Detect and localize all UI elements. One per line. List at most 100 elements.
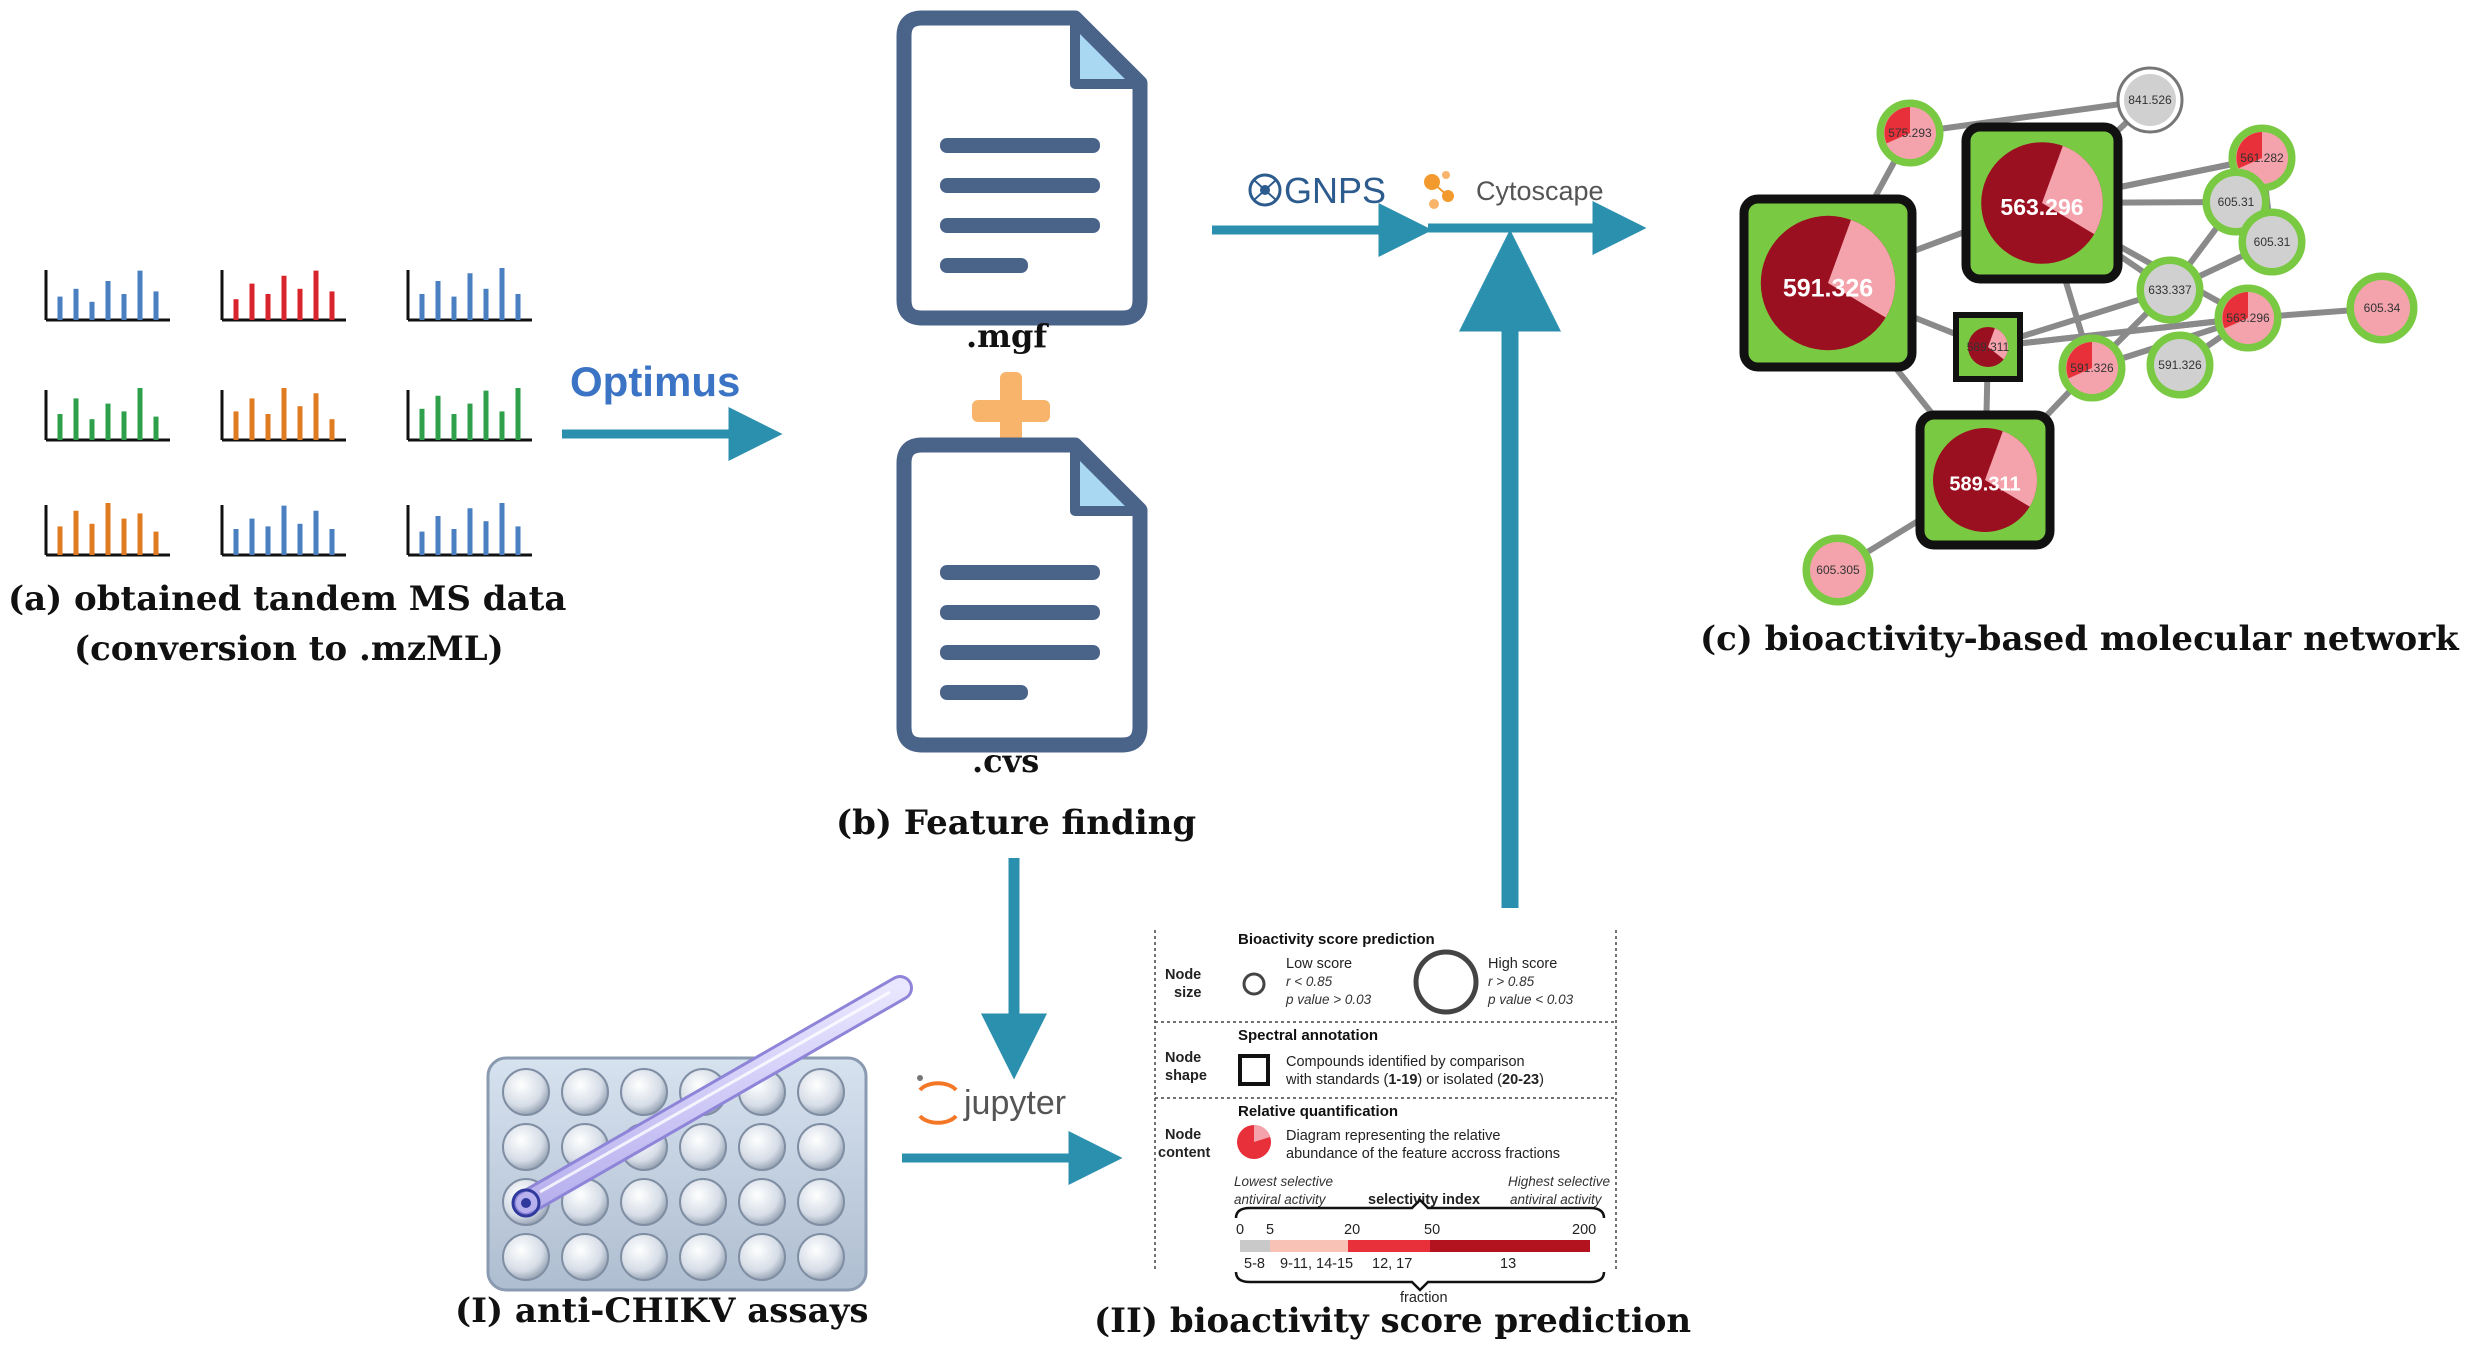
network-node-label: 589.311 (1967, 340, 2010, 354)
shape-line1: Compounds identified by comparison (1286, 1054, 1525, 1070)
caption-I: (I) anti-CHIKV assays (455, 1291, 869, 1331)
low-selective-2: antiviral activity (1234, 1192, 1327, 1207)
network-node-label: 589.311 (1949, 473, 2020, 495)
network-node: 591.326 (2146, 331, 2214, 399)
well (797, 1123, 845, 1171)
molecular-network: 591.326 563.296 589.311 575.293 841.526 561.2… (1739, 66, 2418, 606)
network-node-annotated: 591.326 (1739, 194, 1917, 372)
caption-b: (b) Feature finding (836, 803, 1196, 843)
well (679, 1123, 727, 1171)
ms-spectrum (406, 268, 532, 322)
legend-shape-label-1: Node (1165, 1050, 1201, 1066)
high-score-title: High score (1488, 956, 1557, 972)
gnps-logo (1248, 173, 1282, 207)
legend-content-label-1: Node (1165, 1127, 1201, 1143)
cvs-label: .cvs (972, 742, 1039, 780)
gnps-label: GNPS (1284, 170, 1386, 211)
well (620, 1178, 668, 1226)
legend-shape-label-2: shape (1165, 1068, 1207, 1084)
plus-icon (972, 372, 1050, 450)
caption-a-line1: (a) obtained tandem MS data (8, 579, 566, 619)
network-node-label: 605.31 (2254, 235, 2291, 249)
network-edge (1987, 315, 2249, 350)
mgf-label: .mgf (966, 317, 1049, 355)
mgf-file-icon (896, 10, 1148, 326)
well (502, 1233, 550, 1281)
well (797, 1233, 845, 1281)
fraction-label: fraction (1400, 1290, 1448, 1306)
pie-legend-icon (1237, 1125, 1271, 1159)
well-plate (486, 1056, 868, 1292)
well (738, 1123, 786, 1171)
caption-a-line2: (conversion to .mzML) (74, 629, 504, 669)
network-node: 591.326 (2058, 334, 2126, 402)
fraction-13: 13 (1500, 1256, 1516, 1272)
legend-size-label-2: size (1174, 985, 1201, 1001)
ms-spectrum (406, 388, 532, 442)
ms-spectrum (44, 270, 170, 322)
network-edge (1909, 97, 2151, 136)
high-score-circle (1413, 949, 1479, 1015)
high-score-r: r > 0.85 (1488, 974, 1535, 989)
network-node-label: 563.296 (2226, 311, 2270, 325)
jupyter-logo (917, 1075, 958, 1125)
ms-spectra-grid (44, 268, 532, 557)
network-node-label: 605.305 (1816, 563, 1860, 577)
fraction-5-8: 5-8 (1244, 1256, 1265, 1272)
network-node-label: 591.326 (1783, 274, 1873, 302)
network-node-label: 561.282 (2240, 151, 2284, 165)
optimus-label: Optimus (570, 358, 740, 405)
low-score-title: Low score (1286, 956, 1352, 972)
well (620, 1068, 668, 1116)
ms-spectrum (44, 388, 170, 442)
high-score-p: p value < 0.03 (1487, 992, 1574, 1007)
cytoscape-logo (1424, 171, 1454, 209)
caption-c: (c) bioactivity-based molecular network (1700, 619, 2460, 659)
network-node-label: 841.526 (2128, 93, 2172, 107)
network-node: 605.31 (2202, 168, 2270, 236)
low-score-circle (1242, 972, 1266, 996)
cvs-file-icon (896, 437, 1148, 753)
network-node-label: 575.293 (1888, 126, 1932, 140)
selectivity-index: selectivity index (1368, 1192, 1480, 1208)
network-node-annotated: 563.296 (1961, 122, 2123, 284)
network-node-annotated: 589.311 (1915, 410, 2055, 550)
tick-200: 200 (1572, 1222, 1596, 1238)
well (738, 1178, 786, 1226)
well (620, 1233, 668, 1281)
well (502, 1068, 550, 1116)
network-node: 605.31 (2238, 208, 2306, 276)
caption-II: (II) bioactivity score prediction (1094, 1301, 1691, 1341)
bioactivity-legend: Node size Bioactivity score prediction L… (1154, 930, 1617, 1306)
network-node-label: 605.34 (2364, 301, 2401, 315)
ms-spectrum (220, 388, 346, 442)
content-line2: abundance of the feature accross fractio… (1286, 1146, 1560, 1162)
network-node-label: 591.326 (2070, 361, 2114, 375)
annotated-square (1238, 1054, 1270, 1086)
well (561, 1233, 609, 1281)
legend-size-label-1: Node (1165, 967, 1201, 983)
high-selective-1: Highest selective (1508, 1174, 1610, 1189)
content-line1: Diagram representing the relative (1286, 1128, 1500, 1144)
well (797, 1178, 845, 1226)
well (561, 1068, 609, 1116)
fraction-9-15: 9-11, 14-15 (1280, 1256, 1353, 1272)
legend-shape-title: Spectral annotation (1238, 1027, 1378, 1044)
tick-0: 0 (1236, 1222, 1244, 1238)
legend-content-title: Relative quantification (1238, 1103, 1398, 1120)
legend-content-label-2: content (1158, 1145, 1211, 1161)
network-node: 589.311 (1953, 312, 2023, 382)
tick-20: 20 (1344, 1222, 1360, 1238)
network-node: 605.305 (1802, 534, 1874, 606)
well (738, 1233, 786, 1281)
network-node-label: 633.337 (2148, 283, 2192, 297)
well (679, 1233, 727, 1281)
ms-spectrum (220, 505, 346, 557)
tick-50: 50 (1424, 1222, 1440, 1238)
well (502, 1123, 550, 1171)
low-selective-1: Lowest selective (1234, 1174, 1333, 1189)
network-node: 575.293 (1876, 99, 1944, 167)
network-node: 605.34 (2346, 272, 2418, 344)
network-node-label: 563.296 (2000, 194, 2083, 220)
